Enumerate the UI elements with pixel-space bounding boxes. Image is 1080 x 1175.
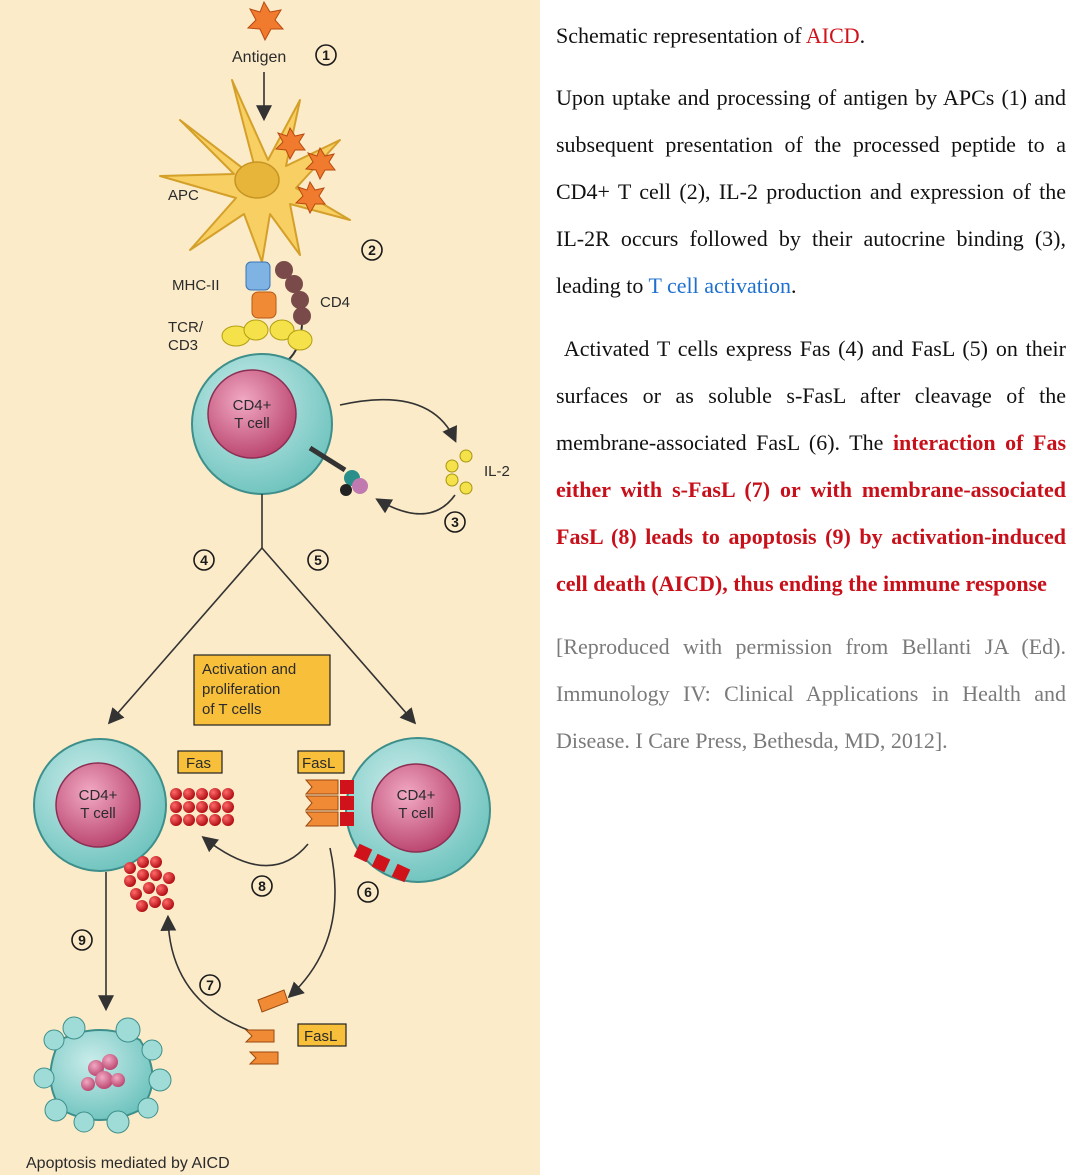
step-3-badge: 3 — [444, 511, 466, 533]
svg-text:9: 9 — [78, 932, 86, 948]
figure-caption: Schematic representation of AICD. — [556, 23, 866, 48]
caption-term: AICD — [805, 23, 860, 48]
soluble-fasl — [244, 989, 289, 1065]
svg-text:T cell: T cell — [398, 805, 434, 822]
svg-text:4: 4 — [200, 552, 208, 568]
description-panel: Schematic representation of AICD. Upon u… — [556, 16, 1066, 764]
svg-text:6: 6 — [364, 884, 372, 900]
aicd-diagram: Antigen 1 APC 2 MHC-II CD4 TCR/ CD3 — [0, 0, 540, 1175]
apc-cell — [159, 79, 351, 263]
step-2-badge: 2 — [361, 239, 383, 261]
svg-text:CD4+: CD4+ — [79, 787, 118, 804]
il2-label: IL-2 — [484, 463, 510, 480]
svg-text:proliferation: proliferation — [202, 681, 280, 698]
sfasl-to-fas-arrow — [160, 914, 249, 1031]
svg-text:Activation and: Activation and — [202, 661, 296, 678]
fas-label-box: Fas — [177, 750, 223, 774]
branch-left-arrow — [107, 547, 263, 725]
fasl-label-box-top: FasL — [297, 750, 345, 774]
il2-binding-arrow — [375, 494, 456, 515]
svg-text:T cell: T cell — [80, 805, 116, 822]
step-6-badge: 6 — [357, 881, 379, 903]
svg-text:1: 1 — [322, 47, 330, 63]
fas-receptors — [124, 788, 234, 912]
antigen-label: Antigen — [232, 49, 286, 66]
mhc-label: MHC-II — [172, 277, 220, 294]
step-4-badge: 4 — [193, 549, 215, 571]
step-1-badge: 1 — [315, 44, 337, 66]
aicd-highlight: interaction of Fas either with s-FasL (7… — [556, 430, 1067, 596]
fasl-membrane-ligands — [304, 779, 411, 883]
apoptotic-cell — [33, 1016, 172, 1134]
cd4-label: CD4 — [320, 294, 350, 311]
fasl-cleavage-arrow — [287, 847, 336, 999]
step-7-badge: 7 — [199, 974, 221, 996]
apoptosis-caption: Apoptosis mediated by AICD — [26, 1155, 230, 1172]
antigen-fragments — [274, 126, 336, 215]
svg-text:5: 5 — [314, 552, 322, 568]
il2-receptor — [308, 445, 368, 496]
tcr-label-line2: CD3 — [168, 337, 198, 354]
tcr-cd3-complex — [221, 291, 313, 351]
svg-text:CD4+: CD4+ — [233, 397, 272, 414]
step-9-badge: 9 — [71, 929, 93, 951]
il2-release-arrow — [339, 398, 457, 443]
svg-text:Fas: Fas — [186, 755, 211, 772]
svg-text:3: 3 — [451, 514, 459, 530]
svg-text:8: 8 — [258, 878, 266, 894]
apc-label: APC — [168, 187, 199, 204]
antigen-icon — [246, 0, 285, 42]
svg-text:FasL: FasL — [302, 755, 335, 772]
fasl-label-box-soluble: FasL — [297, 1023, 347, 1047]
svg-text:7: 7 — [206, 977, 214, 993]
cd4-t-cell-fasl: CD4+ T cell — [345, 737, 491, 883]
cd4-t-cell-top: CD4+ T cell — [191, 353, 333, 495]
svg-text:of T cells: of T cells — [202, 701, 261, 718]
svg-text:T cell: T cell — [234, 415, 270, 432]
tcr-label-line1: TCR/ — [168, 319, 204, 336]
svg-text:2: 2 — [368, 242, 376, 258]
t-cell-activation-link[interactable]: T cell activation — [648, 273, 792, 298]
fasl-to-fas-arrow — [201, 836, 309, 867]
paragraph-activation: Upon uptake and processing of antigen by… — [556, 85, 1066, 298]
paragraph-aicd: Activated T cells express Fas (4) and Fa… — [556, 336, 1067, 596]
step-8-badge: 8 — [251, 875, 273, 897]
svg-text:FasL: FasL — [304, 1028, 337, 1045]
il2-molecules — [445, 449, 473, 495]
step-5-badge: 5 — [307, 549, 329, 571]
mhc-ii-molecule — [245, 261, 271, 291]
svg-text:CD4+: CD4+ — [397, 787, 436, 804]
branch-right-arrow — [261, 547, 417, 725]
cd4-t-cell-fas: CD4+ T cell — [33, 738, 167, 872]
citation: [Reproduced with permission from Bellant… — [556, 634, 1066, 753]
activation-box: Activation and proliferation of T cells — [193, 654, 331, 726]
